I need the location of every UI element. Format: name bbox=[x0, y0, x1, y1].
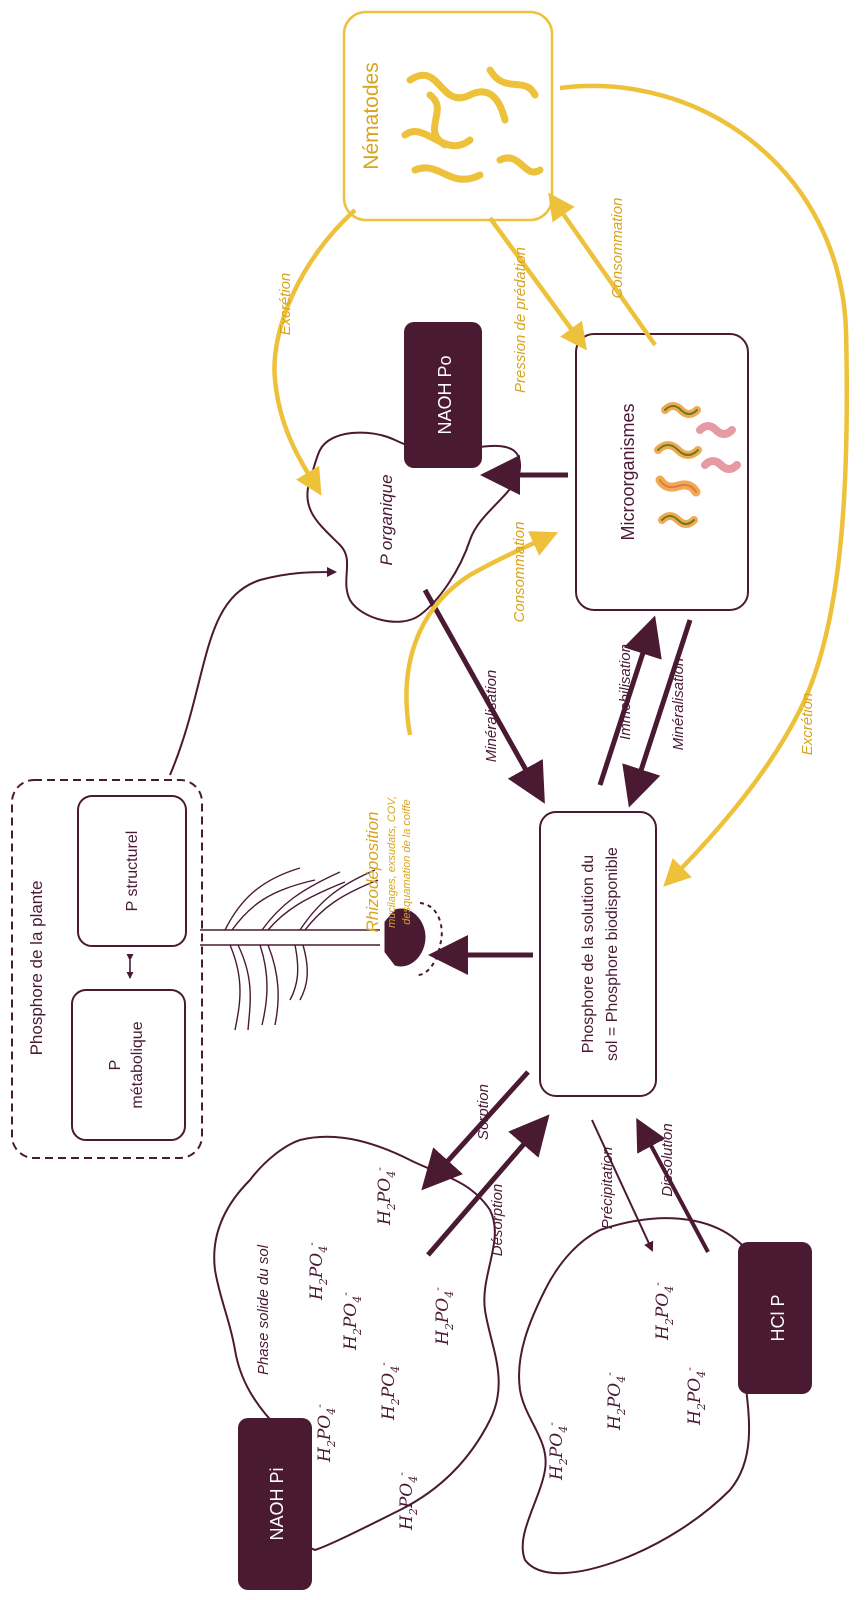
plant-phosphorus-group: Phosphore de la plante P métabolique P s… bbox=[11, 779, 203, 1159]
precipitated-p-node bbox=[518, 1217, 764, 1575]
precipitation-arrow bbox=[591, 1119, 654, 1252]
plum-flow-arrows bbox=[169, 455, 710, 1257]
dissolution-arrow bbox=[636, 1117, 710, 1253]
nematodes-node: Nématodes bbox=[342, 10, 554, 222]
organic-p-label: P organique bbox=[377, 474, 396, 565]
mineralisation-micro-arrow bbox=[622, 619, 693, 808]
microorganisms-node: Microorganismes bbox=[575, 333, 749, 611]
nematodes-box bbox=[342, 10, 554, 222]
plant-group-box bbox=[11, 779, 203, 1159]
label-immobilisation: Immobilisation bbox=[617, 644, 634, 740]
ion-label: H2PO4- bbox=[603, 1372, 628, 1431]
label-excretion-right: Excrétion bbox=[799, 693, 816, 756]
soil-solution-line2: sol = Phosphore biodisponible bbox=[604, 847, 621, 1061]
naoh-pi-label: NAOH Pi bbox=[267, 1467, 287, 1540]
ion-label: H2PO4- bbox=[431, 1287, 456, 1346]
naoh-po-badge: NAOH Po bbox=[404, 322, 482, 468]
label-consommation-nematodes: Consommation bbox=[609, 198, 626, 299]
nematode-excretion-to-solution-arrow bbox=[559, 83, 850, 887]
ion-label: H2PO4- bbox=[683, 1367, 708, 1426]
nematodes-label: Nématodes bbox=[360, 62, 383, 169]
microorganisms-label: Microorganismes bbox=[618, 403, 638, 540]
label-sorption: Sorption bbox=[475, 1084, 492, 1140]
plant-group-title: Phosphore de la plante bbox=[27, 881, 46, 1056]
soil-solution-line1: Phosphore de la solution du bbox=[580, 855, 597, 1053]
nematode-consumption-arrow bbox=[548, 192, 657, 347]
soil-solution-box bbox=[539, 811, 657, 1097]
soil-solution-node: Phosphore de la solution du sol = Phosph… bbox=[539, 811, 657, 1097]
label-dissolution: Dissolution bbox=[659, 1123, 676, 1196]
microbe-icon bbox=[654, 402, 741, 528]
structural-p-label: P structurel bbox=[124, 831, 141, 912]
predation-pressure-arrow bbox=[488, 216, 587, 351]
structural-p-box bbox=[77, 795, 187, 947]
ion-label: H2PO4- bbox=[545, 1422, 570, 1481]
metabolic-p-label-line1: P bbox=[107, 1060, 124, 1071]
nematode-icon bbox=[401, 66, 544, 183]
hcl-p-badge: HCl P bbox=[738, 1242, 812, 1394]
label-mineralisation-organic: Minéralisation bbox=[483, 670, 500, 763]
label-predation-pressure: Pression de prédation bbox=[512, 247, 529, 393]
label-desorption: Désorption bbox=[489, 1184, 506, 1257]
phosphate-ion-labels: H2PO4- H2PO4- H2PO4- H2PO4- H2PO4- H2PO4… bbox=[305, 1167, 708, 1531]
plant-to-organic-arrow bbox=[169, 567, 337, 776]
label-precipitation: Précipitation bbox=[599, 1147, 616, 1230]
ion-label: H2PO4- bbox=[651, 1282, 676, 1341]
microbe-consumption-arrow bbox=[404, 531, 559, 736]
soil-solid-phase-node: Phase solide du sol bbox=[213, 1135, 500, 1552]
ion-label: H2PO4- bbox=[339, 1292, 364, 1351]
gold-flow-arrows bbox=[272, 83, 850, 887]
soil-solid-phase-label: Phase solide du sol bbox=[255, 1244, 272, 1375]
metabolic-p-label-line2: métabolique bbox=[129, 1021, 146, 1108]
microorganisms-box bbox=[575, 333, 749, 611]
label-excretion-top: Excrétion bbox=[277, 273, 294, 336]
rhizodeposition-detail-line2: desquamation de la coiffe bbox=[401, 799, 413, 924]
sorption-arrow bbox=[421, 1070, 530, 1191]
label-mineralisation-micro: Minéralisation bbox=[670, 658, 687, 751]
immobilisation-arrow bbox=[597, 615, 662, 786]
rhizodeposition-title: Rhizodéposition bbox=[363, 812, 382, 933]
ion-label: H2PO4- bbox=[395, 1472, 420, 1531]
mineralisation-organic-arrow bbox=[422, 588, 545, 804]
hcl-p-label: HCl P bbox=[768, 1294, 788, 1341]
ion-label: H2PO4- bbox=[373, 1167, 398, 1226]
ion-label: H2PO4- bbox=[377, 1362, 402, 1421]
root-illustration bbox=[200, 867, 443, 1031]
flow-labels: Minéralisation Immobilisation Minéralisa… bbox=[277, 198, 816, 1257]
label-consommation-micro: Consommation bbox=[511, 522, 528, 623]
ion-label: H2PO4- bbox=[305, 1242, 330, 1301]
metabolic-p-box bbox=[71, 989, 186, 1141]
ion-label: H2PO4- bbox=[313, 1404, 338, 1463]
naoh-po-label: NAOH Po bbox=[435, 355, 455, 434]
desorption-arrow bbox=[426, 1114, 550, 1257]
naoh-pi-badge: NAOH Pi bbox=[238, 1418, 312, 1590]
soil-solid-phase-blob bbox=[213, 1135, 500, 1552]
nematode-excretion-to-organic-arrow bbox=[272, 208, 357, 496]
rhizodeposition-label-group: Rhizodéposition mucilages, exsudats, COV… bbox=[363, 796, 413, 932]
rhizodeposition-detail-line1: mucilages, exsudats, COV, bbox=[386, 796, 398, 928]
precipitated-p-blob bbox=[518, 1217, 764, 1575]
